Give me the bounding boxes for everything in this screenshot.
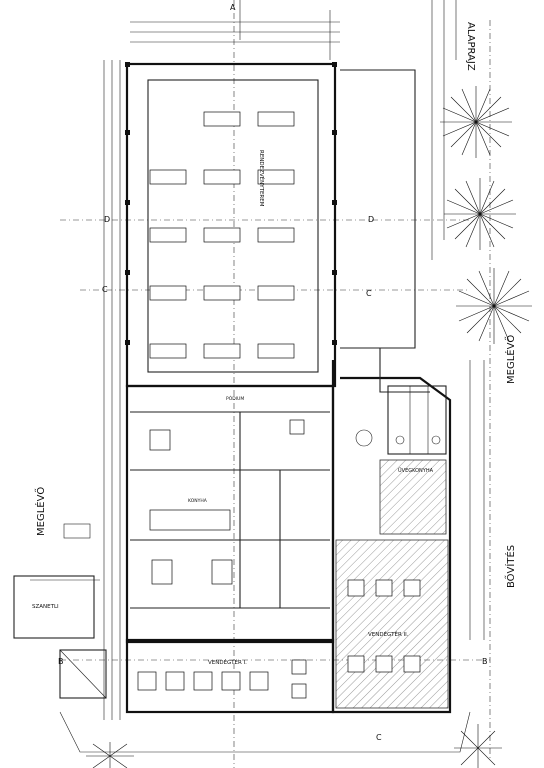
event-hall-tables (149, 111, 295, 359)
section-mark-a: A (230, 3, 236, 12)
top-dimension-lines (130, 0, 340, 60)
label-meglevo-left: MEGLÉVŐ (33, 487, 47, 536)
section-mark-d-left: D (104, 215, 110, 224)
tree-icons (86, 86, 532, 768)
kitchen-partitions (130, 411, 330, 609)
label-podium: PÓDIUM (226, 395, 244, 402)
section-mark-c-left: C (102, 285, 108, 294)
label-bovites: BŐVÍTÉS (503, 545, 517, 588)
guest-room-2-tables (347, 579, 421, 673)
building-outline (125, 62, 452, 714)
entrance-terrace (59, 711, 471, 753)
section-mark-d-right: D (368, 215, 374, 224)
label-vendegter-1: VENDÉGTÉR I. (208, 658, 247, 666)
structural-columns (125, 62, 337, 345)
label-meglevo-right: MEGLÉVŐ (503, 335, 517, 384)
right-guide-lines (431, 0, 491, 760)
label-rendezvenyterem: RENDEZVÉNYTEREM (258, 150, 266, 207)
label-konyha: KONYHA (188, 498, 208, 504)
section-mark-c-bottom: C (376, 733, 382, 742)
label-uvegkonyha: ÜVEGKONYHA (398, 467, 434, 474)
label-szanetli: SZANETLI (32, 604, 59, 610)
szanetli-annex (13, 523, 107, 699)
restroom-block (355, 385, 447, 455)
guest-room-1-tables (137, 659, 307, 699)
label-alaprajz: ALAPRAJZ (465, 22, 476, 71)
section-mark-c-right: C (366, 289, 372, 298)
label-vendegter-2: VENDÉGTÉR II. (368, 630, 409, 638)
section-mark-b-left: B (58, 657, 64, 666)
guest-room-2-area (335, 539, 449, 709)
left-dimension-lines (30, 60, 121, 720)
section-mark-b-right: B (482, 657, 488, 666)
glass-kitchen-area (379, 459, 447, 535)
